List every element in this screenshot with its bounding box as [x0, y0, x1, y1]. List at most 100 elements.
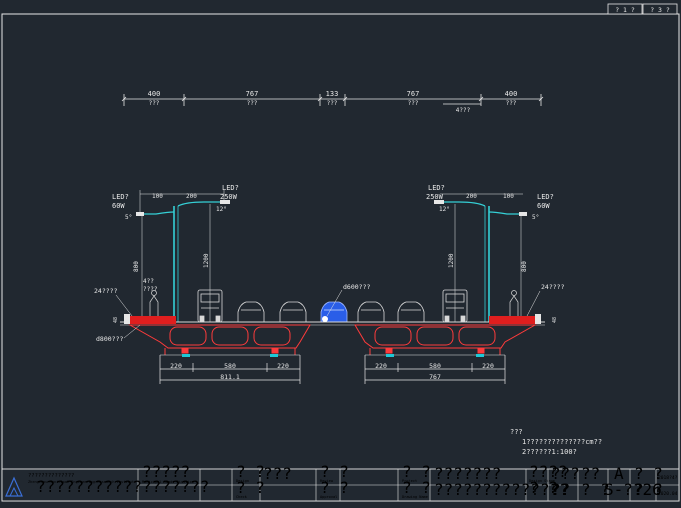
- dim-carriageway-right: 767: [407, 90, 420, 98]
- stage-value: ???: [551, 464, 580, 483]
- drawing-frame: [1, 13, 680, 502]
- design-sub: Design: [236, 479, 249, 483]
- bottom-dim-left-1: 220: [170, 362, 182, 370]
- right-rail-label: 24????: [541, 283, 565, 291]
- review-label: ? ?: [320, 462, 349, 481]
- right-side-mark: 48: [552, 317, 558, 323]
- left-angle-b: 12°: [216, 206, 227, 213]
- left-angle-a: 5°: [125, 214, 132, 221]
- pipe-label: d600???: [343, 283, 370, 291]
- left-light-pole: [136, 190, 230, 322]
- left-led-large-watt: 250W: [220, 193, 238, 201]
- drawing-name: ??????????????: [434, 480, 569, 499]
- right-led-large-watt: 250W: [426, 193, 444, 201]
- bottom-dimension-left: [159, 355, 301, 384]
- date-label: ? ?: [634, 464, 663, 483]
- drawno-label: ? ?: [581, 480, 610, 499]
- left-led-small-watt: 60W: [112, 202, 125, 210]
- bottom-dim-right-1: 220: [375, 362, 387, 370]
- dim-sub-1: ???: [149, 100, 160, 107]
- right-led-small-label: LED?: [537, 193, 554, 201]
- scale-value: ??: [551, 480, 570, 499]
- project-sub: Project: [402, 479, 417, 483]
- left-arm-long: 200: [186, 193, 197, 200]
- left-ped-label: 4??: [143, 278, 154, 285]
- left-arm-short: 100: [152, 193, 163, 200]
- sidewalk-figures: [149, 290, 519, 318]
- left-ped-label-2: ????: [143, 286, 158, 293]
- left-height-low: 800: [133, 261, 140, 272]
- dim-carriageway-left: 767: [246, 90, 259, 98]
- company-name: ??????????????: [28, 473, 74, 479]
- notes-title: ???: [510, 428, 523, 436]
- right-light-pole: [434, 193, 527, 322]
- sheet-tab-total[interactable]: ? 3 ?: [650, 6, 670, 14]
- right-arm-long: 200: [466, 193, 477, 200]
- design-value: ???: [263, 464, 292, 483]
- approve-sub: Approval: [320, 495, 337, 499]
- check-label: ? ?: [236, 478, 265, 497]
- project-name: ???????: [434, 464, 501, 483]
- left-box-girder: [128, 324, 311, 356]
- car-icon-4: [397, 301, 425, 323]
- date-value: 2018?4?: [658, 475, 678, 481]
- design-label: ? ?: [236, 462, 265, 481]
- bottom-dimension-right: [364, 355, 506, 384]
- check-sub: Check: [236, 495, 248, 499]
- version-value: A: [614, 464, 624, 483]
- bottom-total-left: 811.1: [220, 373, 240, 381]
- leader-lines: [115, 289, 541, 339]
- date-value-2: 2020.04: [658, 491, 678, 497]
- drawno-value: S-??26: [604, 480, 662, 499]
- car-icon-3: [357, 301, 385, 323]
- review-sub: Review: [320, 479, 334, 483]
- project-short: ?????: [142, 462, 190, 481]
- right-arm-short: 100: [503, 193, 514, 200]
- title-block: ?????????????? Zhengzhou Municipal Engin…: [1, 462, 680, 502]
- left-led-large-label: LED?: [222, 184, 239, 192]
- cert-text: ??????????????????: [36, 477, 209, 496]
- right-angle-a: 12°: [439, 206, 450, 213]
- notes-line-1: 1??????????????cm??: [522, 438, 602, 446]
- bearing-blocks: [182, 354, 484, 357]
- left-led-small-label: LED?: [112, 193, 129, 201]
- sheet-tab-current[interactable]: ? 1 ?: [615, 6, 635, 14]
- company-logo: [5, 476, 23, 497]
- left-rail-label: 24????: [94, 287, 118, 295]
- project-short-en: Municipal Roads Division: [142, 480, 194, 484]
- left-side-mark: 48: [113, 317, 119, 323]
- dim-sidewalk-left: 400: [148, 90, 161, 98]
- dim-sidewalk-right: 400: [505, 90, 518, 98]
- right-height-main: 1200: [448, 253, 455, 268]
- right-led-small-watt: 60W: [537, 202, 550, 210]
- dim-sub-3: ???: [327, 100, 338, 107]
- car-icon-blue: [320, 301, 348, 323]
- notes-line-2: 2??????1:100?: [522, 448, 577, 456]
- sheet-label: ? ?: [634, 480, 663, 499]
- total-width-label: 4???: [456, 107, 471, 114]
- right-led-large-label: LED?: [428, 184, 445, 192]
- pipe-marker: [322, 316, 328, 322]
- approve-label: ? ?: [320, 478, 349, 497]
- bottom-dim-right-2: 580: [429, 362, 441, 370]
- drawing-sub: Drawing Name: [402, 495, 428, 499]
- dim-median: 133: [326, 90, 339, 98]
- bottom-total-right: 767: [429, 373, 441, 381]
- dim-sub-2: ???: [247, 100, 258, 107]
- right-box-girder: [354, 324, 537, 356]
- dim-sub-4: ???: [408, 100, 419, 107]
- scale-label: ? ?: [529, 478, 558, 497]
- stage-label: ????: [529, 462, 568, 481]
- left-sidewalk: [128, 316, 176, 324]
- version-label: ??: [581, 464, 600, 483]
- stage-sub: Design Stage: [529, 479, 555, 483]
- car-icon-1: [237, 301, 265, 323]
- company-name-en: Zhengzhou Municipal Engineering Research…: [28, 480, 136, 484]
- sheet-tabs: ? 1 ? ? 3 ?: [607, 3, 678, 15]
- bottom-dim-left-2: 580: [224, 362, 236, 370]
- car-icon-2: [279, 301, 307, 323]
- drawing-label: ? ?: [402, 478, 431, 497]
- right-angle-b: 5°: [532, 214, 539, 221]
